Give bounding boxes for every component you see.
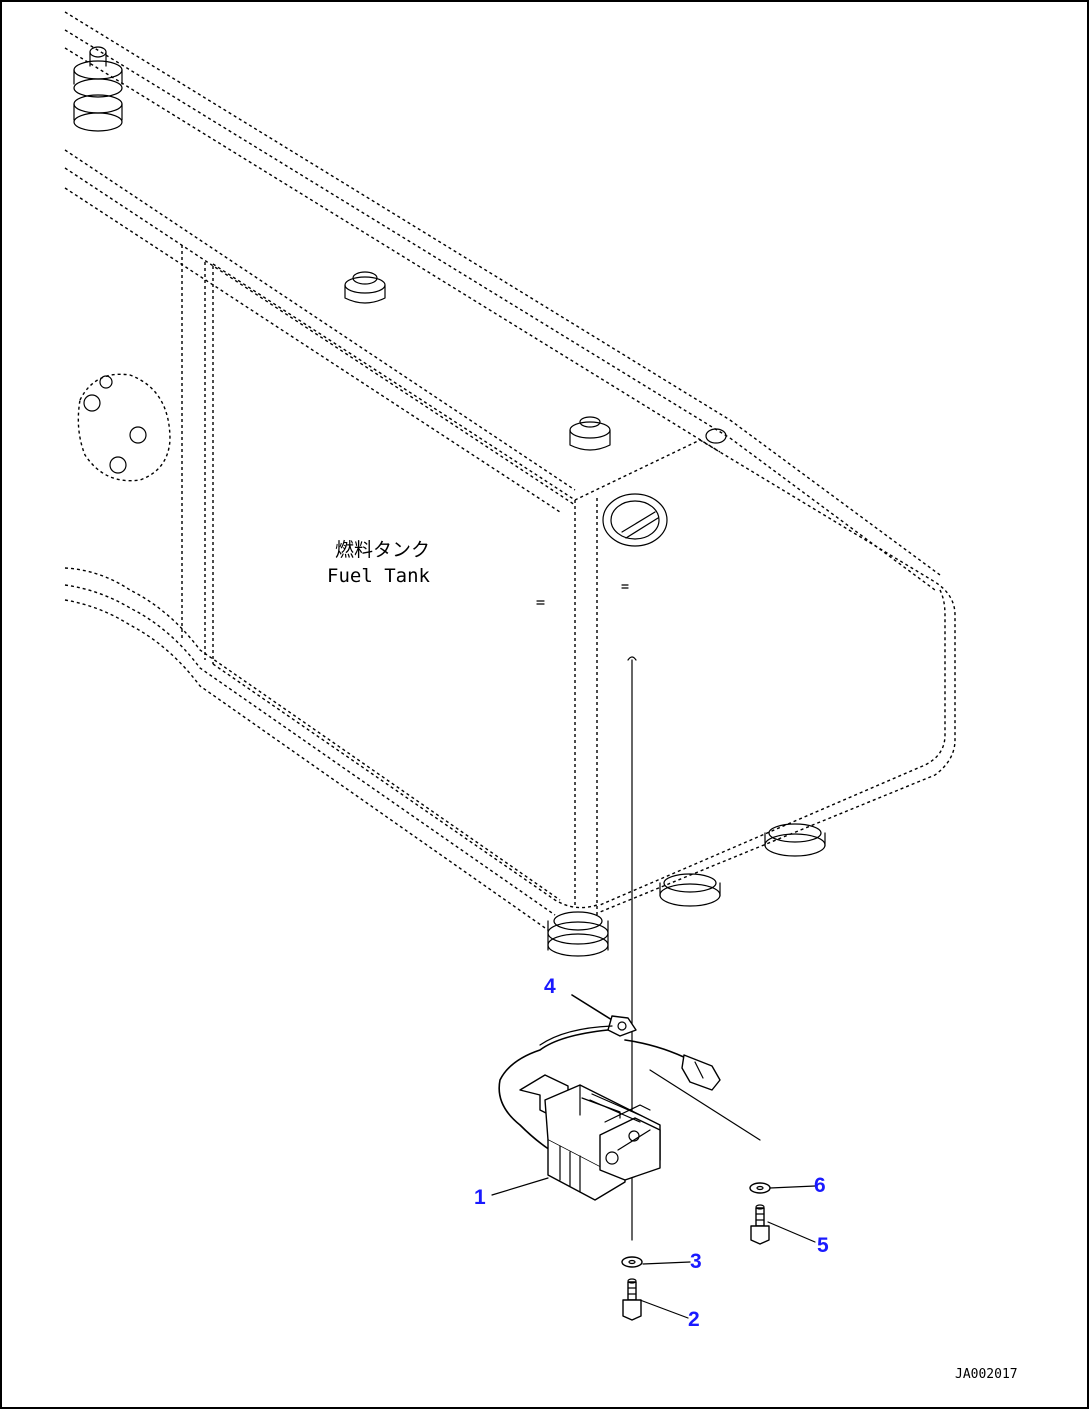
tank-top-fittings bbox=[344, 271, 727, 451]
part-2-bolt bbox=[622, 1278, 642, 1321]
tank-label-ja: 燃料タンク bbox=[335, 539, 430, 561]
callouts: 1 2 3 4 5 6 bbox=[474, 975, 829, 1331]
fuel-tank: 燃料タンク Fuel Tank bbox=[212, 263, 956, 957]
tank-label-en: Fuel Tank bbox=[327, 565, 431, 587]
mount-bolt-stack bbox=[73, 46, 123, 132]
callout-6[interactable]: 6 bbox=[814, 1174, 826, 1197]
callout-5[interactable]: 5 bbox=[817, 1234, 829, 1257]
part-4-harness bbox=[498, 994, 721, 1151]
callout-1[interactable]: 1 bbox=[474, 1186, 486, 1209]
callout-2[interactable]: 2 bbox=[688, 1308, 700, 1331]
callout-leaders bbox=[491, 1177, 816, 1319]
callout-4[interactable]: 4 bbox=[544, 975, 556, 998]
part-3-washer bbox=[621, 1256, 643, 1268]
drawing-code: JA002017 bbox=[955, 1367, 1018, 1382]
mounting-plate bbox=[77, 373, 171, 482]
part-1-controller bbox=[519, 1074, 661, 1201]
axis-line-secondary bbox=[649, 1069, 761, 1141]
part-5-bolt bbox=[750, 1204, 770, 1245]
callout-3[interactable]: 3 bbox=[690, 1250, 702, 1273]
frame-rail bbox=[64, 11, 941, 931]
part-6-washer bbox=[749, 1182, 771, 1194]
